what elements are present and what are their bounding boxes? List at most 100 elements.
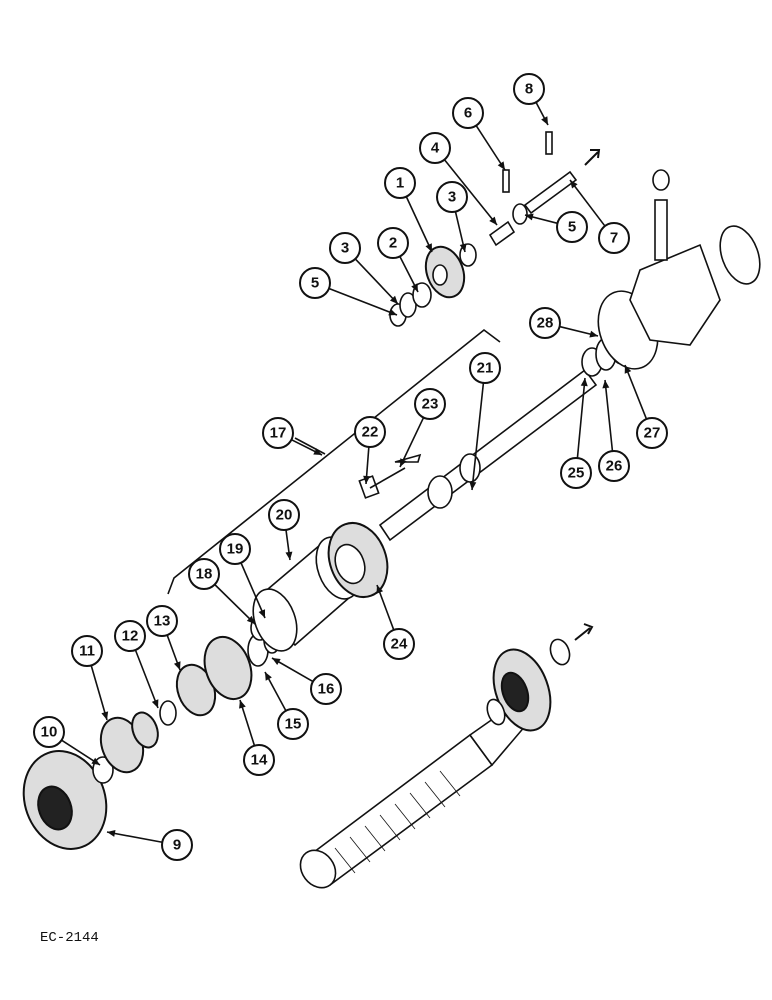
leader-line [399, 417, 425, 468]
callout-label: 3 [341, 240, 349, 257]
callout-label: 5 [311, 275, 319, 292]
callout-circle [219, 533, 251, 565]
callout-c3a: 3 [329, 232, 399, 305]
leader-line [134, 649, 159, 709]
callout-label: 10 [41, 724, 58, 741]
gear-9 [22, 750, 108, 850]
callout-c4: 4 [419, 132, 498, 226]
arrowhead [376, 585, 384, 594]
callout-circle [529, 307, 561, 339]
callout-circle [299, 267, 331, 299]
callout-c11: 11 [71, 635, 109, 721]
callout-label: 7 [610, 230, 618, 247]
callout-c19: 19 [219, 533, 266, 619]
callout-label: 26 [606, 458, 623, 475]
callout-circle [377, 227, 409, 259]
pin-6 [502, 169, 510, 193]
arrowhead [265, 672, 272, 681]
callout-label: 1 [396, 175, 404, 192]
group-17-bracket [167, 328, 501, 595]
callout-c17: 17 [262, 417, 323, 456]
arrowhead [258, 609, 266, 618]
callout-c1: 1 [384, 167, 433, 253]
callout-circle [277, 708, 309, 740]
arrowhead [541, 116, 548, 125]
callout-label: 12 [122, 628, 139, 645]
callout-c5a: 5 [299, 267, 398, 316]
callout-c28: 28 [529, 307, 599, 339]
callout-circle [114, 620, 146, 652]
callout-c15: 15 [264, 671, 309, 740]
callout-label: 18 [196, 566, 213, 583]
arrowhead [459, 243, 467, 252]
arrowhead [388, 308, 397, 316]
arrowhead [101, 711, 109, 720]
washer-5-right [512, 203, 528, 225]
callout-label: 27 [644, 425, 661, 442]
arrowhead [580, 378, 588, 387]
arrowhead [469, 481, 477, 490]
callout-c14: 14 [239, 699, 275, 776]
callout-c6: 6 [452, 97, 506, 171]
key-23 [394, 453, 422, 463]
leader-line [576, 377, 586, 459]
callout-c20: 20 [268, 499, 300, 561]
callout-c8: 8 [513, 73, 549, 126]
gear-1 [424, 245, 466, 299]
snap-ring-right [549, 638, 571, 666]
callout-label: 28 [537, 315, 554, 332]
leader-line [328, 287, 398, 316]
group-17-leader [294, 437, 326, 455]
callout-label: 13 [154, 613, 171, 630]
callout-c12: 12 [114, 620, 159, 709]
callout-c16: 16 [271, 657, 342, 705]
callout-label: 19 [227, 541, 244, 558]
callout-c22: 22 [354, 416, 386, 485]
output-shaft [299, 698, 534, 889]
callout-circle [161, 829, 193, 861]
bearing-12 [159, 700, 177, 726]
shaft-7 [523, 170, 578, 215]
arrowhead [239, 700, 246, 709]
leader-line [214, 583, 256, 625]
sleeve-4 [488, 220, 516, 247]
callout-label: 14 [251, 752, 268, 769]
callout-circle [310, 673, 342, 705]
callout-circle [384, 167, 416, 199]
leader-line [475, 125, 506, 171]
callout-circle [598, 450, 630, 482]
callout-circle [33, 716, 65, 748]
callout-c2: 2 [377, 227, 419, 293]
arrowhead [313, 448, 322, 455]
callout-c24: 24 [376, 584, 415, 660]
arrowhead [497, 161, 505, 170]
callout-circle [560, 457, 592, 489]
callout-label: 20 [276, 507, 293, 524]
leader-line [604, 379, 614, 452]
callout-label: 6 [464, 105, 472, 122]
gear-11 [99, 711, 159, 774]
callout-c25: 25 [560, 377, 592, 489]
callout-circle [556, 211, 588, 243]
callout-label: 22 [362, 424, 379, 441]
leader-line [90, 665, 108, 721]
leader-line [354, 258, 399, 305]
callout-circle [329, 232, 361, 264]
arrowhead [389, 295, 398, 304]
callout-c9: 9 [106, 829, 193, 861]
callout-label: 8 [525, 81, 533, 98]
callout-c13: 13 [146, 605, 181, 671]
callout-circle [383, 628, 415, 660]
callout-c10: 10 [33, 716, 101, 766]
arrowhead [489, 216, 497, 225]
leader-line [569, 179, 606, 227]
leader-line [240, 562, 266, 619]
gear-24 [327, 522, 389, 598]
callout-circle [188, 558, 220, 590]
callout-label: 17 [270, 425, 287, 442]
callout-circle [243, 744, 275, 776]
callout-circle [354, 416, 386, 448]
arrowhead [173, 661, 181, 670]
callout-label: 16 [318, 681, 335, 698]
arrowhead [589, 330, 598, 338]
